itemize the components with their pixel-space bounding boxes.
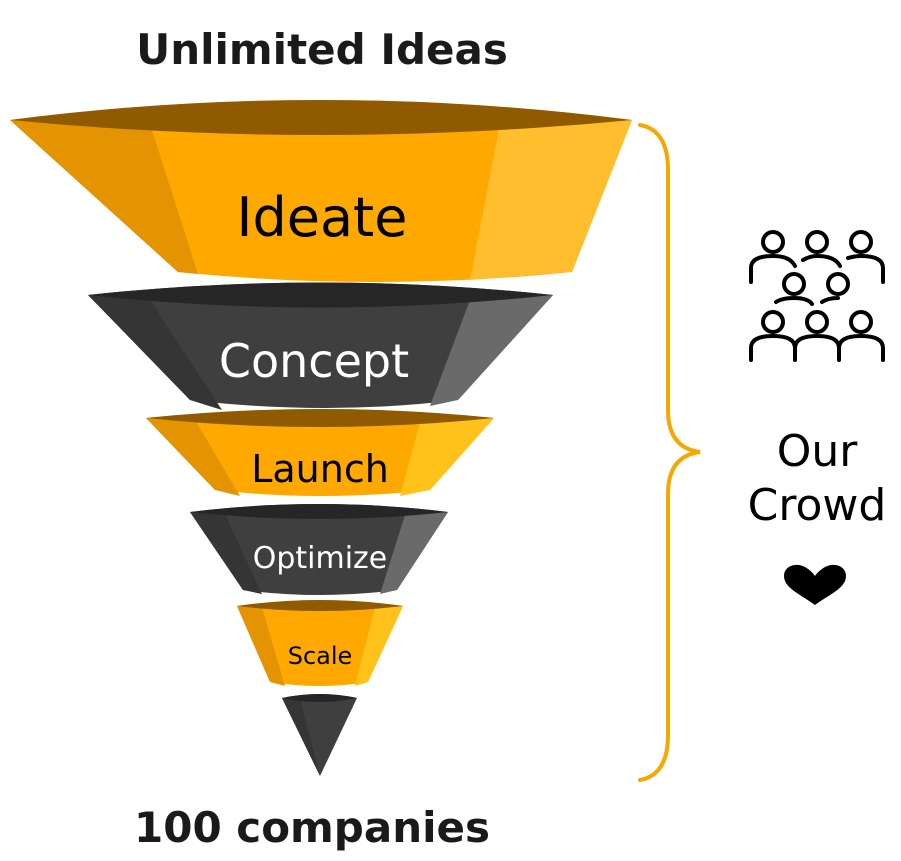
stage-ideate: Ideate — [10, 100, 632, 282]
stage-optimize: Optimize — [190, 504, 448, 595]
funnel-tip — [282, 694, 357, 776]
crowd-label-line1: Our — [777, 426, 859, 477]
stage-label: Optimize — [253, 541, 388, 576]
top-label: Unlimited Ideas — [136, 25, 508, 74]
stage-concept: Concept — [88, 282, 553, 410]
stage-label: Ideate — [237, 186, 408, 249]
crowd-label-line2: Crowd — [748, 480, 887, 531]
people-group-icon — [749, 230, 885, 362]
stage-label: Scale — [288, 642, 353, 670]
stage-launch: Launch — [146, 409, 494, 496]
bottom-label: 100 companies — [134, 803, 490, 852]
stage-label: Launch — [251, 447, 389, 491]
heart-icon — [784, 564, 846, 605]
curly-brace — [638, 123, 701, 782]
stage-scale: Scale — [237, 600, 403, 686]
stage-label: Concept — [219, 334, 409, 388]
